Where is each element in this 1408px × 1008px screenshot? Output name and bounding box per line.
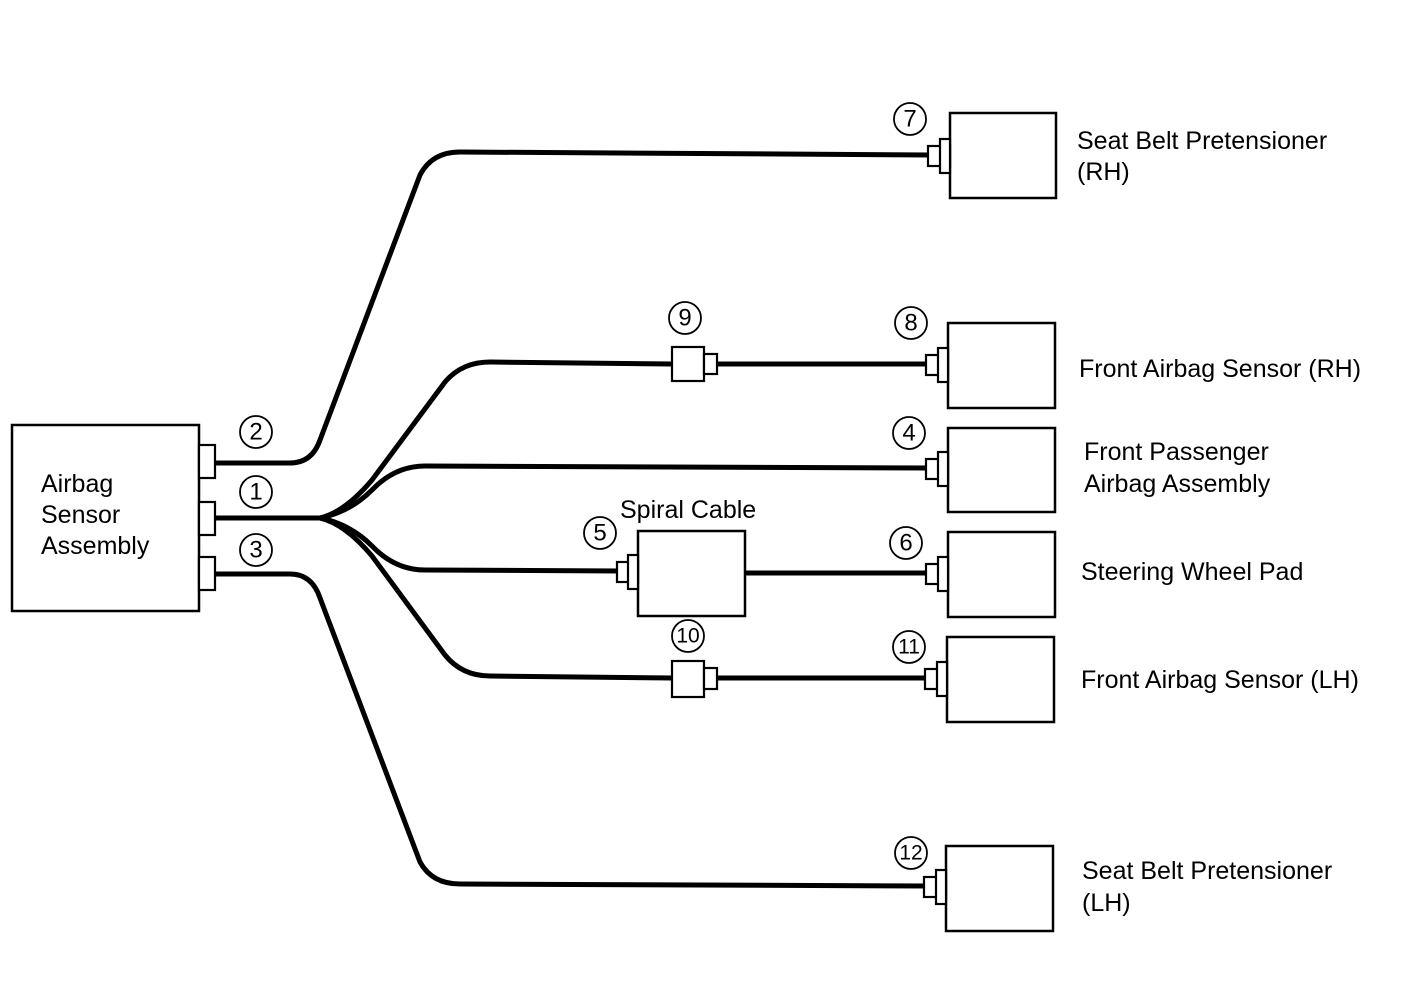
pretensioner-rh-label-line-1: Seat Belt Pretensioner	[1077, 127, 1327, 155]
connector-port-2	[197, 443, 217, 480]
callout-4: 4	[892, 416, 926, 450]
passenger-airbag-socket	[936, 450, 950, 488]
front-sensor-lh-socket	[935, 660, 949, 698]
callout-4-number: 4	[902, 420, 915, 447]
sensor-assembly-label-line-1: Airbag	[41, 470, 113, 498]
callout-8: 8	[894, 306, 928, 340]
connector-port-3	[197, 555, 217, 592]
callout-7: 7	[893, 102, 927, 136]
airbag-sensor-assembly: Airbag Sensor Assembly	[10, 423, 217, 613]
callout-5: 5	[583, 516, 617, 550]
passenger-airbag-label-line-2: Airbag Assembly	[1084, 470, 1271, 498]
inline-connector-9	[670, 345, 719, 383]
front-sensor-rh-socket	[936, 346, 950, 384]
inline-connector-9-body	[670, 345, 706, 383]
pretensioner-rh-box	[948, 111, 1058, 200]
callout-12-number: 12	[899, 842, 922, 865]
pretensioner-rh: Seat Belt Pretensioner (RH)	[926, 111, 1327, 200]
front-sensor-rh-box	[946, 321, 1057, 410]
sensor-assembly-label-line-2: Sensor	[41, 501, 120, 529]
callout-1-number: 1	[249, 479, 262, 506]
callout-9: 9	[668, 301, 702, 335]
steering-pad-socket	[936, 555, 950, 593]
front-sensor-lh-box	[945, 635, 1056, 724]
callout-3-number: 3	[249, 537, 262, 564]
pretensioner-lh-label-line-1: Seat Belt Pretensioner	[1082, 857, 1332, 885]
passenger-airbag-box	[946, 426, 1057, 514]
wire-to-pretensioner-rh	[212, 149, 933, 466]
spiral-cable-socket	[626, 553, 640, 591]
spiral-cable-label: Spiral Cable	[620, 496, 756, 524]
spiral-cable-box	[636, 529, 747, 618]
inline-connector-10-body	[670, 659, 706, 699]
inline-connector-10-tip	[702, 666, 719, 691]
wire-to-front-sensor-rh	[317, 359, 675, 521]
callout-6: 6	[889, 526, 923, 560]
front-sensor-rh-label: Front Airbag Sensor (RH)	[1079, 355, 1361, 383]
wires	[212, 149, 933, 889]
sensor-assembly-box	[10, 423, 201, 613]
callout-9-number: 9	[678, 305, 691, 332]
callout-2: 2	[239, 415, 273, 449]
callout-1: 1	[239, 475, 273, 509]
pretensioner-lh-label-line-2: (LH)	[1082, 889, 1131, 917]
steering-pad: Steering Wheel Pad	[924, 530, 1303, 619]
callout-2-number: 2	[249, 419, 262, 446]
front-sensor-lh: Front Airbag Sensor (LH)	[923, 635, 1359, 724]
callout-5-number: 5	[593, 520, 606, 547]
wire-to-pretensioner-lh	[212, 571, 933, 889]
front-sensor-lh-label: Front Airbag Sensor (LH)	[1081, 666, 1359, 694]
pretensioner-lh-socket	[934, 868, 948, 906]
callout-10-number: 10	[676, 625, 699, 648]
wire-to-passenger-airbag	[317, 463, 933, 521]
callout-8-number: 8	[904, 310, 917, 337]
callout-11-number: 11	[898, 636, 920, 659]
inline-connector-9-tip	[702, 352, 719, 376]
spiral-cable: Spiral Cable	[615, 496, 756, 618]
callout-10: 10	[671, 619, 705, 653]
pretensioner-rh-label-line-2: (RH)	[1077, 158, 1130, 186]
sensor-assembly-label-line-3: Assembly	[41, 532, 150, 560]
inline-connector-10	[670, 659, 719, 699]
callout-12: 12	[894, 836, 928, 870]
front-sensor-rh: Front Airbag Sensor (RH)	[924, 321, 1361, 410]
pretensioner-lh-box	[944, 844, 1055, 933]
passenger-airbag: Front Passenger Airbag Assembly	[924, 426, 1271, 514]
connector-port-1	[197, 500, 217, 537]
callout-6-number: 6	[899, 530, 912, 557]
pretensioner-lh: Seat Belt Pretensioner (LH)	[922, 844, 1332, 933]
wire-to-front-sensor-lh	[317, 515, 675, 681]
callout-3: 3	[239, 533, 273, 567]
passenger-airbag-label-line-1: Front Passenger	[1084, 438, 1269, 466]
pretensioner-rh-socket	[938, 137, 952, 175]
steering-pad-label: Steering Wheel Pad	[1081, 558, 1303, 586]
callout-11: 11	[892, 630, 926, 664]
callout-7-number: 7	[903, 106, 916, 133]
steering-pad-box	[946, 530, 1057, 619]
callouts: 1 2 3 4 5 6 7 8	[239, 102, 928, 870]
